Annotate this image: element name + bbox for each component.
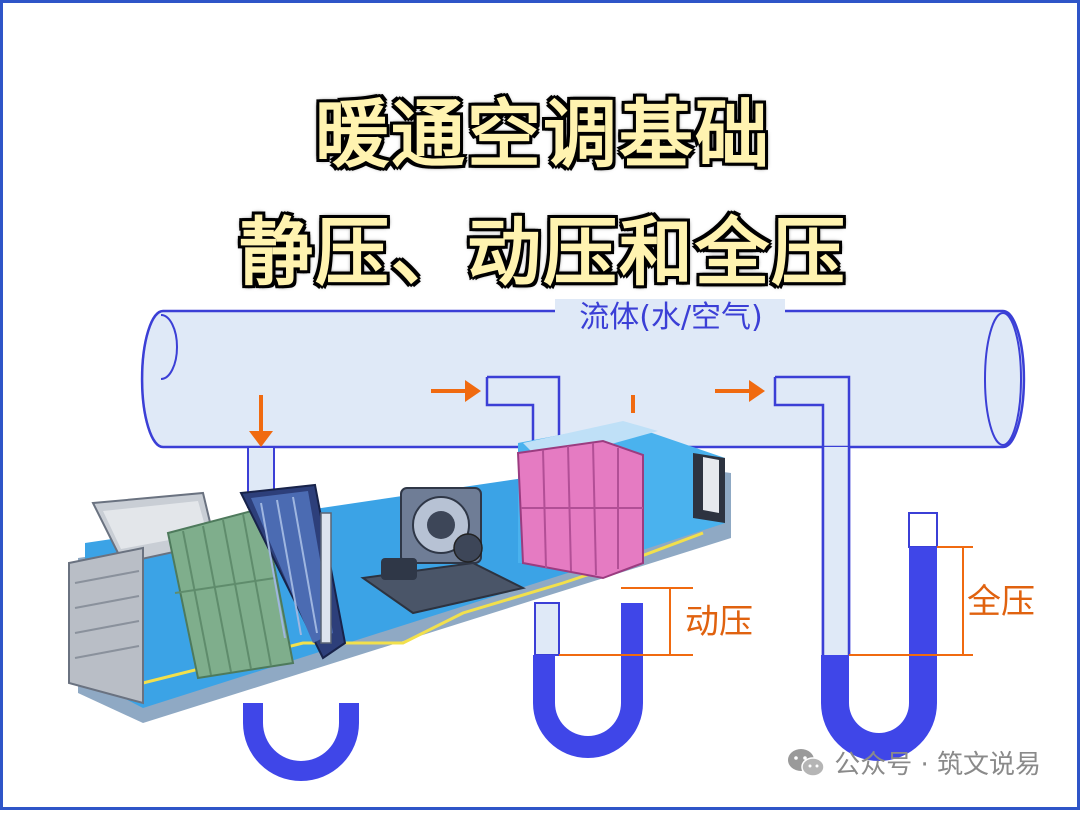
air-handling-unit	[68, 421, 731, 723]
flow-arrows	[249, 380, 765, 447]
wechat-icon	[788, 748, 825, 777]
watermark: 公众号 · 筑文说易	[786, 744, 1041, 781]
title-line-2: 静压、动压和全压	[239, 210, 847, 296]
dynamic-pressure-label: 动压	[685, 602, 753, 642]
pressure-markers	[559, 546, 973, 656]
total-pressure-label: 全压	[967, 582, 1035, 622]
main-pipe	[140, 309, 1026, 449]
hvac-pressure-diagram: 流体(水/空气) 动压 全压	[68, 299, 1035, 781]
pipe-label: 流体(水/空气)	[579, 300, 763, 335]
right-arrow-icon	[715, 380, 765, 402]
title-line-1: 暖通空调基础	[315, 92, 771, 178]
watermark-text: 公众号 · 筑文说易	[834, 750, 1041, 780]
down-arrow-icon	[249, 395, 273, 447]
right-arrow-icon	[431, 380, 481, 402]
dynamic-pressure-tube	[485, 375, 643, 758]
